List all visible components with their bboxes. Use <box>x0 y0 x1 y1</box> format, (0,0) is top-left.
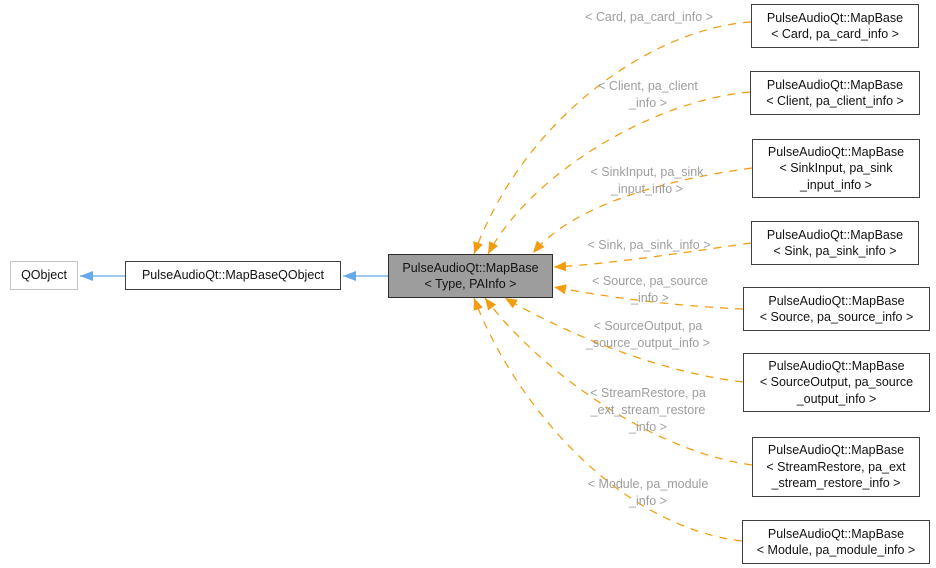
node-mapbase-current: PulseAudioQt::MapBase < Type, PAInfo > <box>388 254 553 298</box>
node-label: PulseAudioQt::MapBaseQObject <box>141 268 325 283</box>
node-qobject[interactable]: QObject <box>10 261 78 290</box>
node-label: _output_info > <box>796 391 877 406</box>
node-mapbase-client[interactable]: PulseAudioQt::MapBase < Client, pa_clien… <box>750 71 920 115</box>
node-label: < Module, pa_module_info > <box>756 543 916 557</box>
template-edge-sink <box>553 242 752 272</box>
node-mapbase-source[interactable]: PulseAudioQt::MapBase < Source, pa_sourc… <box>743 287 930 331</box>
node-label: PulseAudioQt::MapBase <box>766 77 904 92</box>
node-label: < Source, pa_source_info > <box>759 310 914 324</box>
node-label: PulseAudioQt::MapBase <box>767 526 905 541</box>
node-mapbase-source-output[interactable]: PulseAudioQt::MapBase < SourceOutput, pa… <box>743 353 930 412</box>
node-label: PulseAudioQt::MapBase <box>768 358 905 373</box>
node-label: PulseAudioQt::MapBase <box>767 144 905 159</box>
node-mapbase-sink-input[interactable]: PulseAudioQt::MapBase < SinkInput, pa_si… <box>752 139 920 198</box>
template-edge-source <box>553 284 744 310</box>
node-label: < Card, pa_card_info > <box>771 27 899 41</box>
node-label: < Type, PAInfo > <box>424 277 517 291</box>
node-label: PulseAudioQt::MapBase <box>766 10 904 25</box>
node-mapbase-card[interactable]: PulseAudioQt::MapBase < Card, pa_card_in… <box>751 4 919 48</box>
template-edge-stream-restore <box>484 297 753 466</box>
node-label: < SinkInput, pa_sink <box>779 161 893 176</box>
node-label: _input_info > <box>800 177 872 192</box>
node-mapbase-stream-restore[interactable]: PulseAudioQt::MapBase < StreamRestore, p… <box>752 437 920 497</box>
node-label: < Sink, pa_sink_info > <box>773 244 897 258</box>
template-edge-card <box>473 21 752 255</box>
node-label: PulseAudioQt::MapBase <box>766 227 904 242</box>
node-label: QObject <box>21 268 67 283</box>
node-label: PulseAudioQt::MapBase <box>768 293 905 308</box>
node-mapbaseqobject[interactable]: PulseAudioQt::MapBaseQObject <box>125 261 341 290</box>
node-label: < SourceOutput, pa_source <box>759 375 914 390</box>
template-edge-sink-input <box>532 167 753 254</box>
node-label: PulseAudioQt::MapBase <box>767 443 905 458</box>
node-label: < Client, pa_client_info > <box>766 94 904 108</box>
node-label: < StreamRestore, pa_ext <box>766 459 906 474</box>
node-mapbase-sink[interactable]: PulseAudioQt::MapBase < Sink, pa_sink_in… <box>751 221 919 265</box>
node-label: _stream_restore_info > <box>771 476 901 491</box>
template-edge-client <box>487 91 751 255</box>
node-mapbase-module[interactable]: PulseAudioQt::MapBase < Module, pa_modul… <box>742 520 930 564</box>
template-edge-source-output <box>504 297 744 383</box>
template-edge-module <box>473 297 743 542</box>
node-label: PulseAudioQt::MapBase <box>402 260 539 275</box>
